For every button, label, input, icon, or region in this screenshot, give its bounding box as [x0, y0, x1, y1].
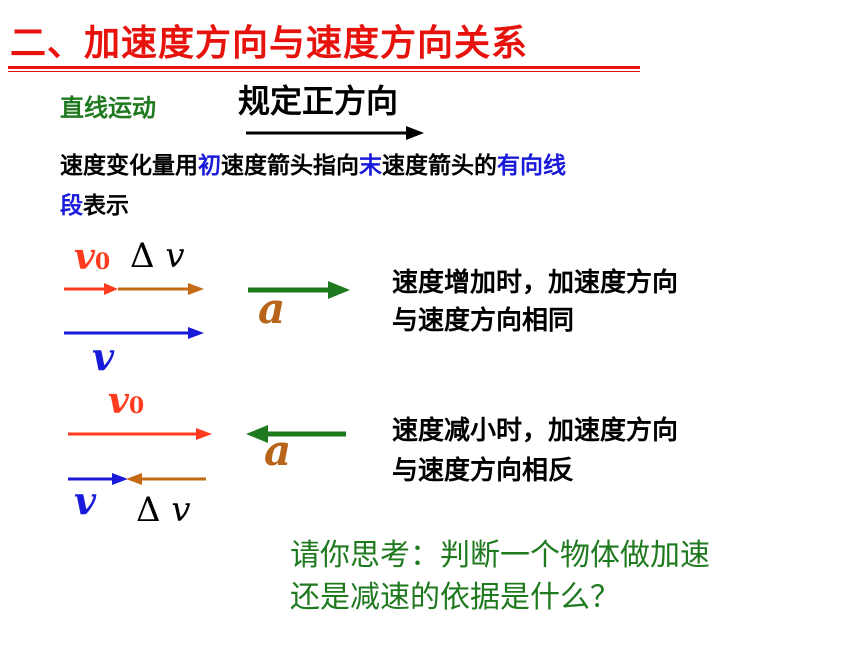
- title-underline: [8, 66, 640, 69]
- explanation-directed: 有向线: [497, 153, 566, 179]
- explanation-final: 末: [359, 153, 382, 179]
- a-label-case2: a: [264, 426, 292, 475]
- v-label-case1: v: [92, 334, 115, 379]
- explanation-text: 速度变化量用: [60, 153, 198, 179]
- case-decrease-line1: 速度减小时，加速度方向: [392, 416, 679, 446]
- v-arrow-case1: [64, 327, 204, 339]
- explanation-text: 速度箭头指向: [221, 153, 359, 179]
- page-title: 二、加速度方向与速度方向关系: [10, 23, 529, 64]
- explanation-segment: 段: [60, 193, 83, 219]
- case-increase-line2: 与速度方向相同: [392, 306, 575, 336]
- v-arrow-case2: [68, 473, 128, 485]
- explanation-line-2: 段表示: [60, 186, 129, 220]
- delta-v-arrow-case1: [118, 283, 204, 295]
- case-increase-line1: 速度增加时，加速度方向: [392, 268, 679, 298]
- v0-label-case1: v0: [74, 236, 111, 278]
- a-label-case1: a: [258, 284, 286, 333]
- v-label-case2: v: [74, 478, 97, 523]
- question-line2: 还是减速的依据是什么？: [290, 580, 620, 615]
- delta-v-label-case1: Δ v: [130, 236, 185, 276]
- v0-arrow-case2: [68, 428, 212, 440]
- v0-label-case2: v0: [108, 380, 145, 422]
- explanation-text: 速度箭头的: [382, 153, 497, 179]
- title-underline-thin: [8, 71, 640, 72]
- delta-v-label-case2: Δ v: [136, 490, 191, 530]
- explanation-initial: 初: [198, 153, 221, 179]
- delta-v-arrow-case2: [126, 473, 206, 485]
- acceleration-arrow-case1: [248, 281, 350, 299]
- question-line1: 请你思考：判断一个物体做加速: [290, 538, 710, 573]
- straight-motion-label: 直线运动: [60, 94, 156, 122]
- explanation-text: 表示: [83, 193, 129, 219]
- case-decrease-line2: 与速度方向相反: [392, 456, 575, 486]
- explanation-line-1: 速度变化量用初速度箭头指向末速度箭头的有向线: [60, 146, 566, 180]
- positive-direction-label: 规定正方向: [238, 82, 399, 120]
- acceleration-arrow-case2: [246, 425, 346, 443]
- positive-direction-arrow: [246, 126, 424, 140]
- v0-arrow-case1: [64, 283, 118, 295]
